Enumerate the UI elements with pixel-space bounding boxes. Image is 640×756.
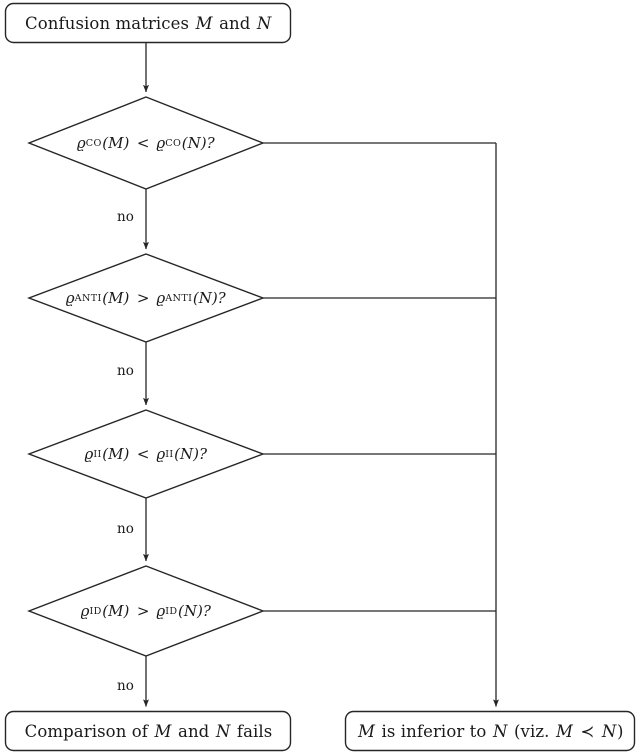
decision-anti-no-label: no <box>117 363 134 379</box>
decision-co-no-label: no <box>117 209 134 225</box>
decision-ii-shape <box>27 409 265 499</box>
decision-co-shape <box>27 96 265 190</box>
decision-id-no-label: no <box>117 678 134 694</box>
decision-anti-shape <box>27 253 265 343</box>
inferior-box-shape <box>344 710 636 752</box>
decision-ii-no-label: no <box>117 521 134 537</box>
decision-id-shape <box>27 565 265 657</box>
start-box-shape <box>4 2 292 44</box>
fail-box-shape <box>4 710 292 752</box>
